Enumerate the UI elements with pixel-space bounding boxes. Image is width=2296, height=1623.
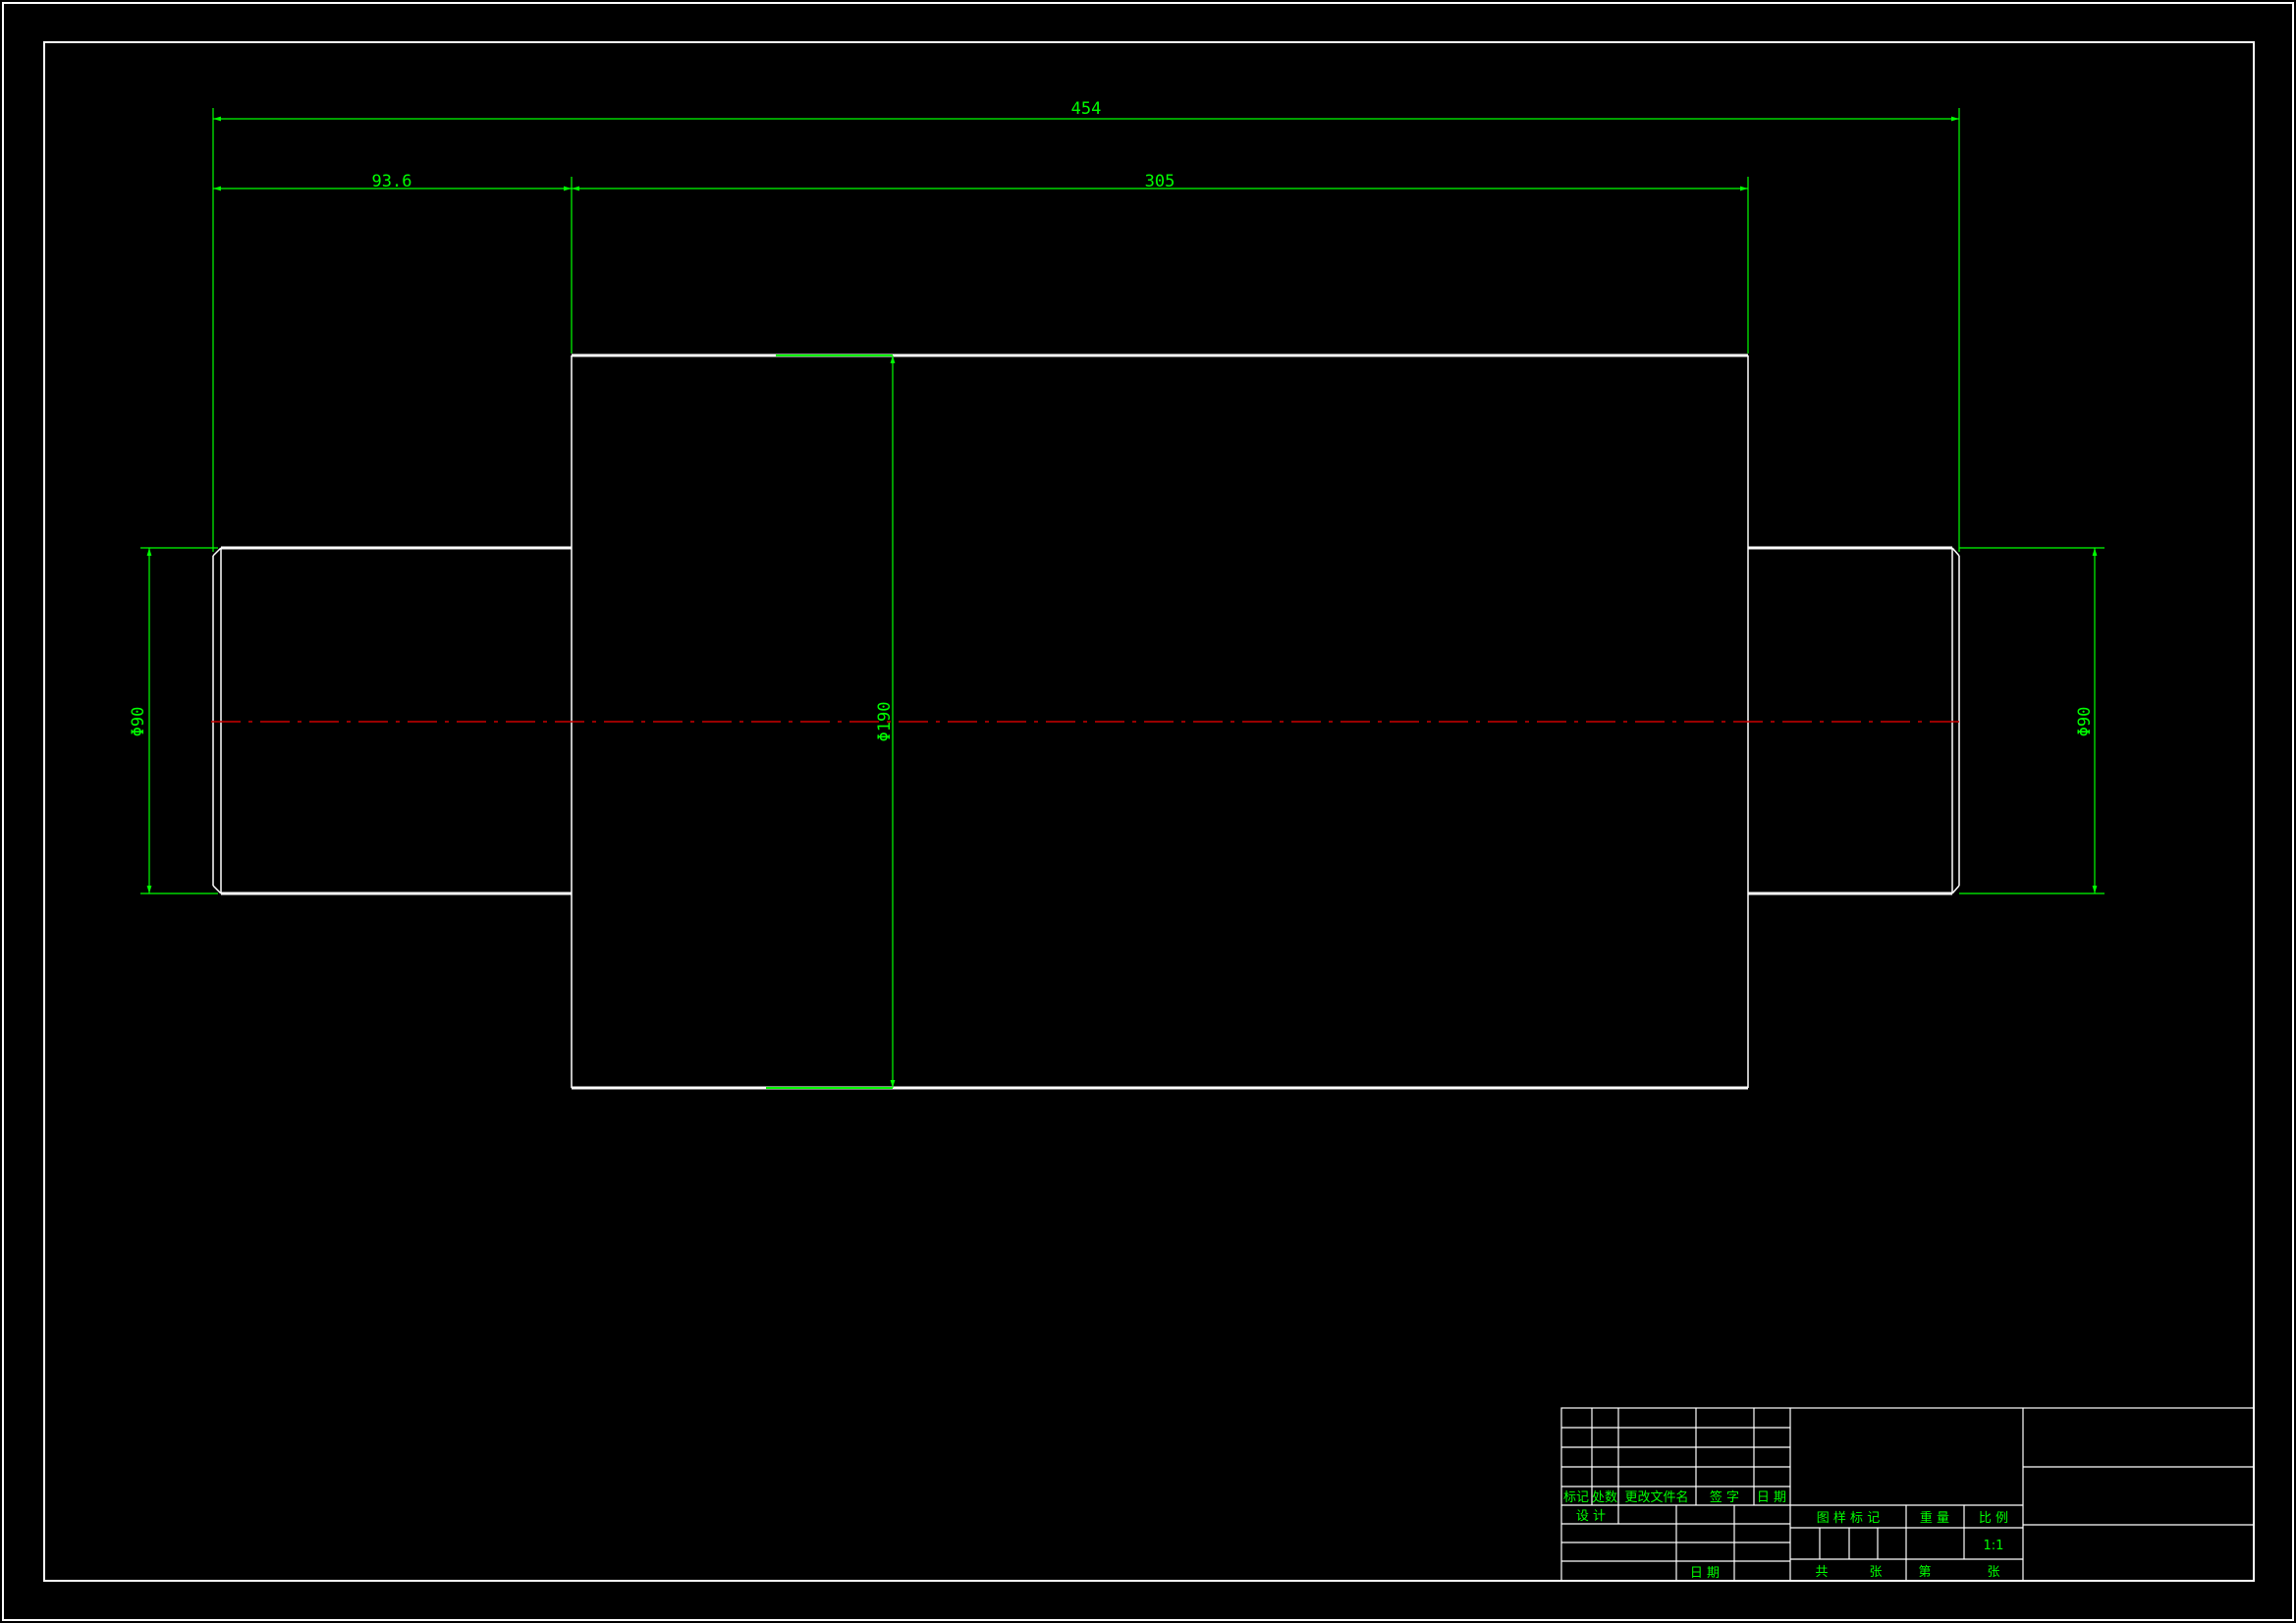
tb-date2: 日 期 — [1690, 1566, 1720, 1581]
right-chamfer-top — [1951, 547, 1960, 557]
tb-sheet: 张 — [1987, 1565, 1999, 1580]
tb-sheets: 张 — [1869, 1565, 1882, 1580]
shaft-outline — [212, 353, 1960, 1090]
tb-scale: 比 例 — [1979, 1511, 2008, 1526]
tb-design: 设 计 — [1576, 1509, 1606, 1524]
tb-mark: 标记 — [1563, 1490, 1589, 1505]
dim-left-journal-diameter: Φ90 — [129, 707, 148, 737]
tb-doc-no: 更改文件名 — [1624, 1489, 1688, 1505]
dim-right-journal-diameter: Φ90 — [2075, 707, 2095, 737]
tb-signature: 签 字 — [1710, 1489, 1739, 1505]
left-chamfer-top — [212, 547, 222, 557]
title-block — [1560, 1407, 2255, 1582]
dimensions — [140, 108, 2105, 1089]
tb-weight: 重 量 — [1920, 1510, 1949, 1526]
right-chamfer-bottom — [1951, 885, 1960, 894]
tb-count: 处数 — [1592, 1490, 1617, 1505]
left-chamfer-bottom — [212, 885, 222, 894]
tb-total: 共 — [1815, 1565, 1828, 1580]
tb-stage-mark: 图 样 标 记 — [1817, 1511, 1880, 1526]
tb-date: 日 期 — [1757, 1490, 1786, 1505]
dim-overall-length: 454 — [1071, 99, 1102, 119]
tb-sheet-no: 第 — [1918, 1565, 1931, 1580]
dim-left-journal-length: 93.6 — [372, 172, 412, 191]
inner-frame — [43, 41, 2255, 1582]
dim-body-diameter: Φ190 — [875, 702, 895, 742]
dim-body-length: 305 — [1145, 172, 1175, 191]
tb-scale-value: 1:1 — [1984, 1539, 2004, 1553]
